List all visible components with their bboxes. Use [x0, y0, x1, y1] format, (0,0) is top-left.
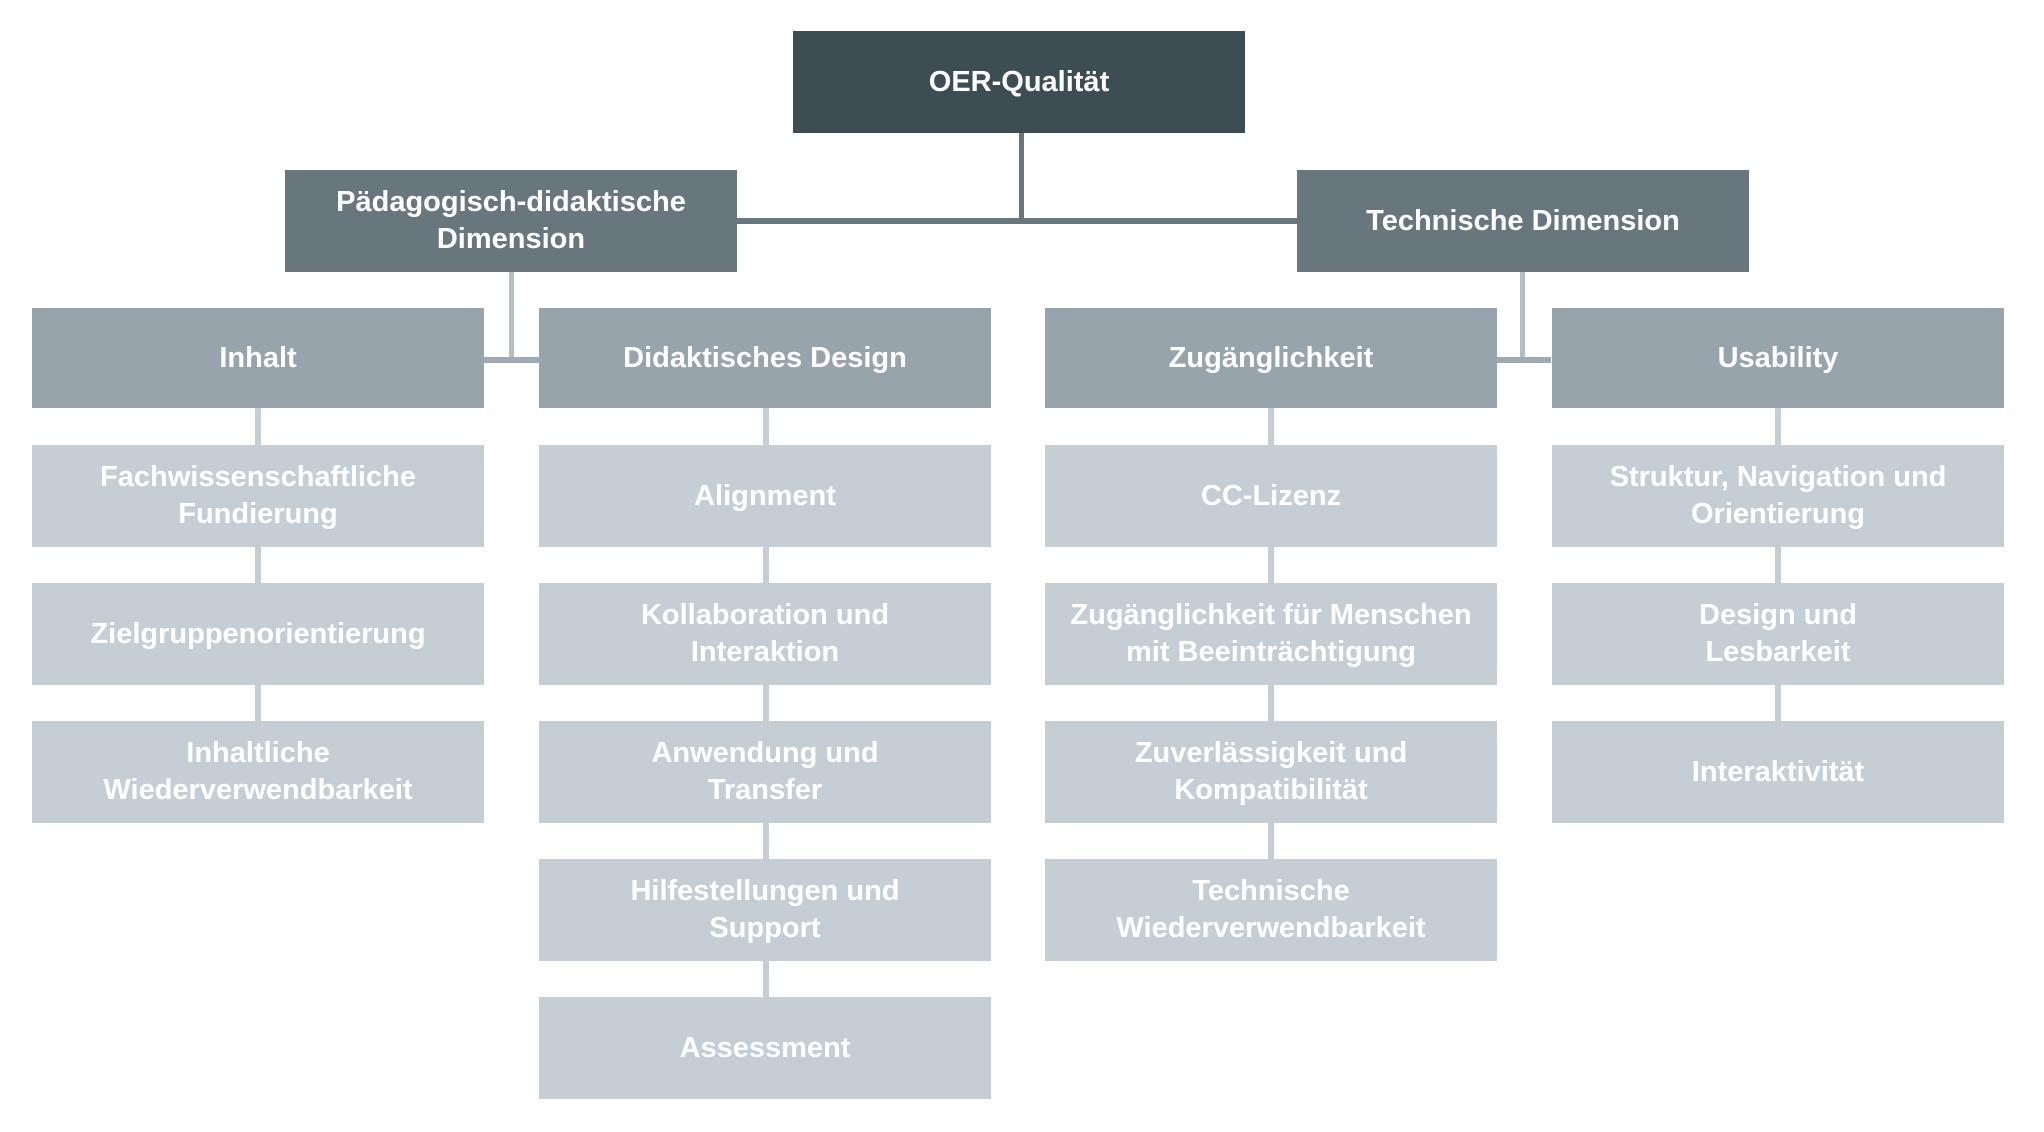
node-kollaboration-und-interaktion-label: Kollaboration und Interaktion	[640, 599, 890, 668]
node-kollaboration-und-interaktion: Kollaboration und Interaktion	[539, 583, 991, 685]
connector-col1-seg3	[255, 685, 261, 721]
node-cc-lizenz: CC-Lizenz	[1045, 445, 1497, 547]
connector-paedagogisch-stub	[484, 357, 539, 363]
connector-technisch-stub	[1495, 357, 1551, 363]
node-technische-wiederverwendbarkeit-label: Technische Wiederverwendbarkeit	[1116, 875, 1426, 944]
connector-col2-seg5	[763, 961, 769, 997]
connector-col3-seg4	[1268, 823, 1274, 859]
node-zielgruppenorientierung: Zielgruppenorientierung	[32, 583, 484, 685]
node-struktur-navigation-orientierung-label: Struktur, Navigation und Orientierung	[1609, 461, 1947, 530]
connector-col3-seg1	[1268, 408, 1274, 445]
node-alignment-label: Alignment	[694, 479, 836, 512]
connector-col4-seg2	[1775, 547, 1781, 583]
node-oer-qualitaet-label: OER-Qualität	[928, 65, 1110, 98]
node-usability: Usability	[1552, 308, 2004, 408]
connector-dimensions-horizontal	[737, 218, 1297, 224]
node-usability-label: Usability	[1717, 341, 1839, 374]
node-design-und-lesbarkeit: Design und Lesbarkeit	[1552, 583, 2004, 685]
node-fachwissenschaftliche-fundierung: Fachwissenschaftliche Fundierung	[32, 445, 484, 547]
node-zuverlaessigkeit-und-kompatibilitaet-label: Zuverlässigkeit und Kompatibilität	[1134, 737, 1408, 806]
node-zugaenglichkeit-fuer-menschen-label: Zugänglichkeit für Menschen mit Beeinträ…	[1070, 599, 1472, 668]
node-hilfestellungen-und-support: Hilfestellungen und Support	[539, 859, 991, 961]
connector-col2-seg4	[763, 823, 769, 859]
node-technische-dimension: Technische Dimension	[1297, 170, 1749, 272]
node-didaktisches-design: Didaktisches Design	[539, 308, 991, 408]
connector-col1-seg2	[255, 547, 261, 583]
node-interaktivitaet: Interaktivität	[1552, 721, 2004, 823]
connector-col4-seg1	[1775, 408, 1781, 445]
node-zugaenglichkeit-fuer-menschen: Zugänglichkeit für Menschen mit Beeinträ…	[1045, 583, 1497, 685]
node-zugaenglichkeit-label: Zugänglichkeit	[1168, 341, 1374, 374]
node-hilfestellungen-und-support-label: Hilfestellungen und Support	[630, 875, 900, 944]
node-anwendung-und-transfer-label: Anwendung und Transfer	[651, 737, 879, 806]
node-inhalt-label: Inhalt	[219, 341, 297, 374]
connector-col3-seg3	[1268, 685, 1274, 721]
node-anwendung-und-transfer: Anwendung und Transfer	[539, 721, 991, 823]
connector-root-vertical	[1019, 133, 1024, 223]
node-inhalt: Inhalt	[32, 308, 484, 408]
node-zielgruppenorientierung-label: Zielgruppenorientierung	[90, 617, 426, 650]
connector-col3-seg2	[1268, 547, 1274, 583]
connector-col2-seg2	[763, 547, 769, 583]
node-oer-qualitaet: OER-Qualität	[793, 31, 1245, 133]
node-alignment: Alignment	[539, 445, 991, 547]
connector-technisch-vertical	[1520, 272, 1525, 363]
node-paedagogisch-didaktische-dimension-label: Pädagogisch-didaktische Dimension	[336, 186, 686, 255]
node-assessment: Assessment	[539, 997, 991, 1099]
node-inhaltliche-wiederverwendbarkeit: Inhaltliche Wiederverwendbarkeit	[32, 721, 484, 823]
node-interaktivitaet-label: Interaktivität	[1691, 755, 1865, 788]
connector-col4-seg3	[1775, 685, 1781, 721]
node-technische-dimension-label: Technische Dimension	[1366, 204, 1680, 237]
node-assessment-label: Assessment	[679, 1031, 851, 1064]
node-paedagogisch-didaktische-dimension: Pädagogisch-didaktische Dimension	[285, 170, 737, 272]
node-technische-wiederverwendbarkeit: Technische Wiederverwendbarkeit	[1045, 859, 1497, 961]
connector-col2-seg3	[763, 685, 769, 721]
connector-col2-seg1	[763, 408, 769, 445]
node-inhaltliche-wiederverwendbarkeit-label: Inhaltliche Wiederverwendbarkeit	[103, 737, 413, 806]
node-fachwissenschaftliche-fundierung-label: Fachwissenschaftliche Fundierung	[100, 461, 416, 530]
connector-col1-seg1	[255, 408, 261, 445]
node-zugaenglichkeit: Zugänglichkeit	[1045, 308, 1497, 408]
connector-paedagogisch-vertical	[509, 272, 514, 363]
node-didaktisches-design-label: Didaktisches Design	[623, 341, 907, 374]
node-cc-lizenz-label: CC-Lizenz	[1200, 479, 1342, 512]
node-zuverlaessigkeit-und-kompatibilitaet: Zuverlässigkeit und Kompatibilität	[1045, 721, 1497, 823]
node-struktur-navigation-orientierung: Struktur, Navigation und Orientierung	[1552, 445, 2004, 547]
node-design-und-lesbarkeit-label: Design und Lesbarkeit	[1699, 599, 1857, 668]
